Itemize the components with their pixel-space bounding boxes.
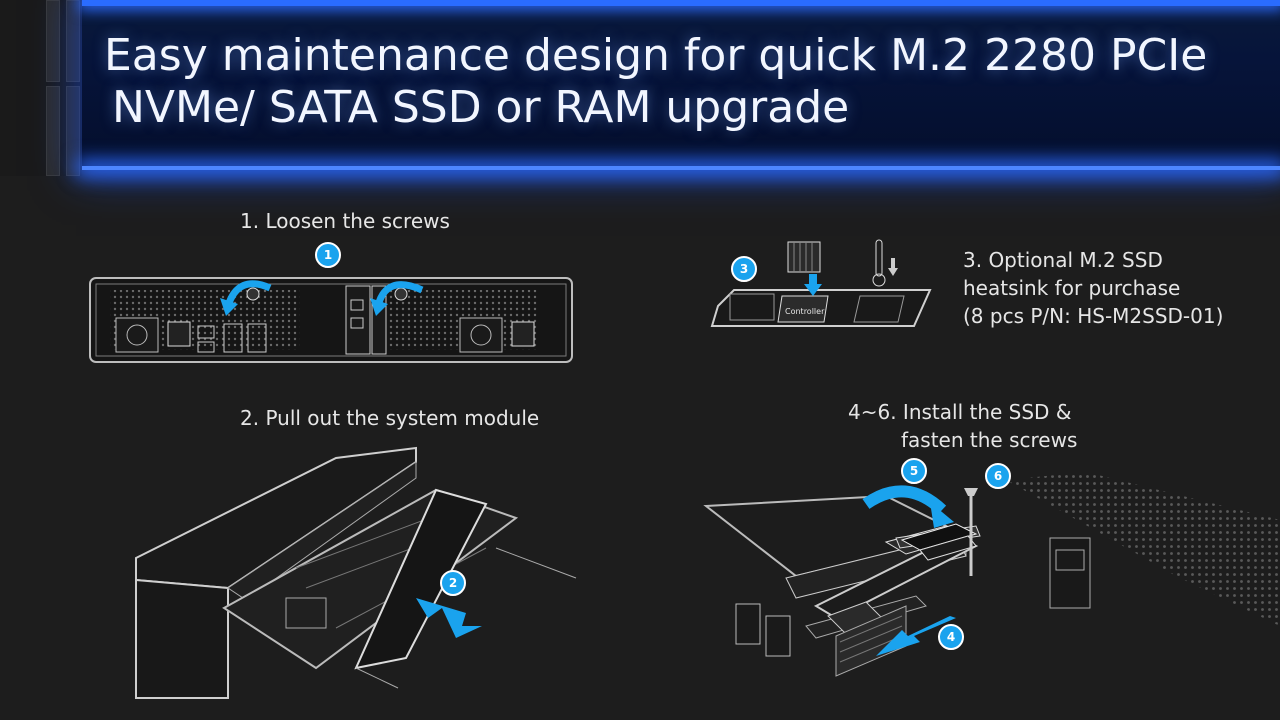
step3-caption-line-2: heatsink for purchase	[963, 276, 1181, 300]
left-rail	[0, 0, 82, 176]
title-line-2: NVMe/ SATA SSD or RAM upgrade	[112, 82, 850, 133]
step4-6-caption-line-1: 4~6. Install the SSD &	[848, 400, 1072, 424]
step3-badge: 3	[731, 256, 757, 282]
header-banner	[82, 0, 1280, 170]
step4-6-caption-line-2: fasten the screws	[901, 428, 1078, 452]
banner-bottom-glow	[82, 166, 1280, 170]
nas-rear-panel-illustration	[89, 277, 573, 363]
title-line-1: Easy maintenance design for quick M.2 22…	[104, 30, 1208, 81]
system-module-pullout-illustration	[135, 446, 577, 699]
rail-bar	[66, 0, 80, 82]
heatsink-ssd-illustration	[710, 239, 932, 327]
controller-chip-label: Controller	[785, 307, 825, 316]
rail-bar	[46, 0, 60, 82]
step4-badge: 4	[938, 624, 964, 650]
rail-bar	[46, 86, 60, 176]
step6-badge: 6	[985, 463, 1011, 489]
banner-top-glow	[82, 0, 1280, 6]
step5-badge: 5	[901, 458, 927, 484]
step2-badge: 2	[440, 570, 466, 596]
ssd-install-illustration	[703, 472, 1280, 677]
step3-caption-line-1: 3. Optional M.2 SSD	[963, 248, 1163, 272]
step1-caption: 1. Loosen the screws	[240, 209, 450, 233]
rail-bar	[66, 86, 80, 176]
step1-badge: 1	[315, 242, 341, 268]
step3-caption-line-3: (8 pcs P/N: HS-M2SSD-01)	[963, 304, 1224, 328]
step2-caption: 2. Pull out the system module	[240, 406, 540, 430]
page-title: Easy maintenance design for quick M.2 22…	[104, 30, 1274, 134]
